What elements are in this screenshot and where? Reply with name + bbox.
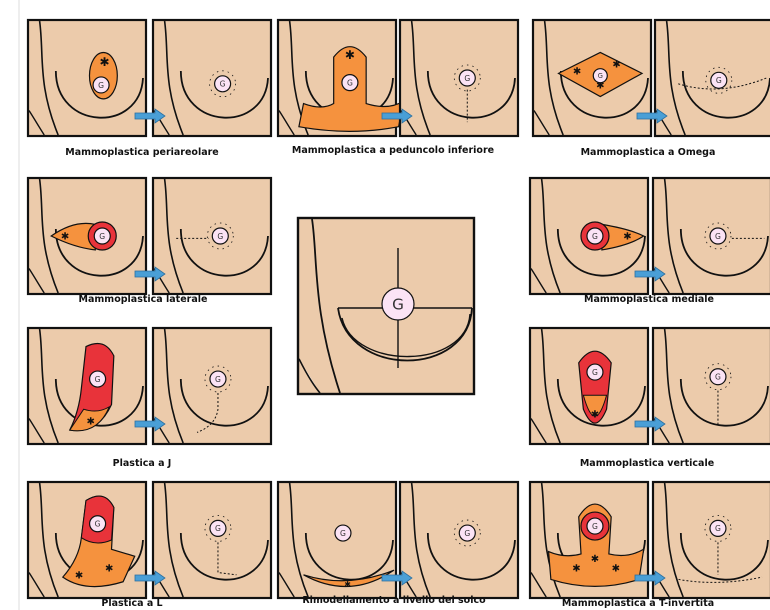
caption-mediale: Mammoplastica mediale	[584, 294, 714, 305]
panel-omega-before: ✱✱✱G	[533, 20, 651, 136]
nipple-mark: G	[716, 76, 722, 85]
nipple-mark: G	[715, 232, 721, 241]
caption-plastica-l: Plastica a L	[101, 598, 162, 609]
caption-periareolare: Mammoplastica periareolare	[65, 147, 219, 158]
panel-frame	[153, 20, 271, 136]
nipple-mark: G	[392, 296, 404, 314]
caption-peduncolo-inferiore: Mammoplastica a peduncolo inferiore	[292, 145, 494, 156]
star-mark: ✱	[623, 232, 631, 243]
panel-plastica-j-before: ✱G	[28, 328, 146, 444]
nipple-mark: G	[220, 80, 226, 89]
panel-rimodellamento-solco-before: ✱G	[278, 482, 396, 598]
nipple-mark: G	[715, 524, 721, 533]
panel-plastica-j-after: G	[153, 328, 271, 444]
nipple-mark: G	[715, 373, 721, 382]
nipple-mark: G	[347, 78, 353, 87]
star-mark: ✱	[345, 48, 355, 62]
panel-verticale-before: ✱G	[530, 328, 648, 444]
panel-frame	[153, 328, 271, 444]
caption-verticale: Mammoplastica verticale	[580, 458, 714, 469]
nipple-mark: G	[592, 368, 598, 377]
star-mark: ✱	[612, 60, 620, 71]
nipple-mark: G	[598, 72, 603, 80]
panel-rimodellamento-solco-after: G	[400, 482, 518, 598]
caption-laterale: Mammoplastica laterale	[79, 294, 208, 305]
nipple-mark: G	[215, 375, 221, 384]
panel-frame	[653, 328, 770, 444]
star-mark: ✱	[591, 554, 599, 565]
nipple-mark: G	[592, 232, 598, 241]
nipple-mark: G	[95, 520, 101, 529]
nipple-mark: G	[464, 74, 470, 83]
nipple-mark: G	[464, 529, 470, 538]
nipple-mark: G	[592, 522, 598, 531]
caption-t-invertita: Mammoplastica a T-invertita	[562, 598, 714, 609]
panel-frame	[400, 482, 518, 598]
star-mark: ✱	[61, 232, 69, 243]
nipple-mark: G	[99, 232, 105, 241]
panel-plastica-l-before: ✱ ✱ G	[28, 482, 146, 598]
nipple-mark: G	[215, 524, 221, 533]
star-mark: ✱	[591, 409, 599, 420]
caption-omega: Mammoplastica a Omega	[581, 147, 716, 158]
panel-laterale-after: G	[153, 178, 271, 294]
caption-rimodellamento-solco: Rimodellamento a livello del solco	[302, 595, 485, 606]
star-mark: ✱	[612, 563, 620, 574]
panel-frame	[28, 20, 146, 136]
star-mark: ✱	[573, 67, 581, 78]
panel-laterale-before: ✱G	[28, 178, 146, 294]
panel-periareolare-before: ✱G	[28, 20, 146, 136]
central-reference-diagram: G	[298, 218, 474, 394]
panel-t-invertita-after: G	[653, 482, 770, 598]
star-mark: ✱	[105, 563, 113, 574]
panel-periareolare-after: G	[153, 20, 271, 136]
panel-verticale-after: G	[653, 328, 770, 444]
panel-mediale-before: ✱G	[530, 178, 648, 294]
star-mark: ✱	[75, 570, 83, 581]
star-mark: ✱	[344, 580, 351, 589]
panel-omega-after: G	[655, 20, 770, 136]
panel-frame	[153, 482, 271, 598]
panel-peduncolo-inferiore-after: G	[400, 20, 518, 136]
star-mark: ✱	[572, 563, 580, 574]
panel-plastica-l-after: G	[153, 482, 271, 598]
nipple-mark: G	[95, 375, 101, 384]
panel-frame	[653, 482, 770, 598]
nipple-mark: G	[217, 232, 223, 241]
nipple-mark: G	[98, 81, 104, 90]
panel-t-invertita-before: G ✱ ✱ ✱	[530, 482, 648, 598]
star-mark: ✱	[100, 55, 110, 69]
star-mark: ✱	[86, 416, 94, 427]
caption-plastica-j: Plastica a J	[113, 458, 172, 469]
panel-mediale-after: G	[653, 178, 770, 294]
nipple-mark: G	[340, 529, 346, 538]
